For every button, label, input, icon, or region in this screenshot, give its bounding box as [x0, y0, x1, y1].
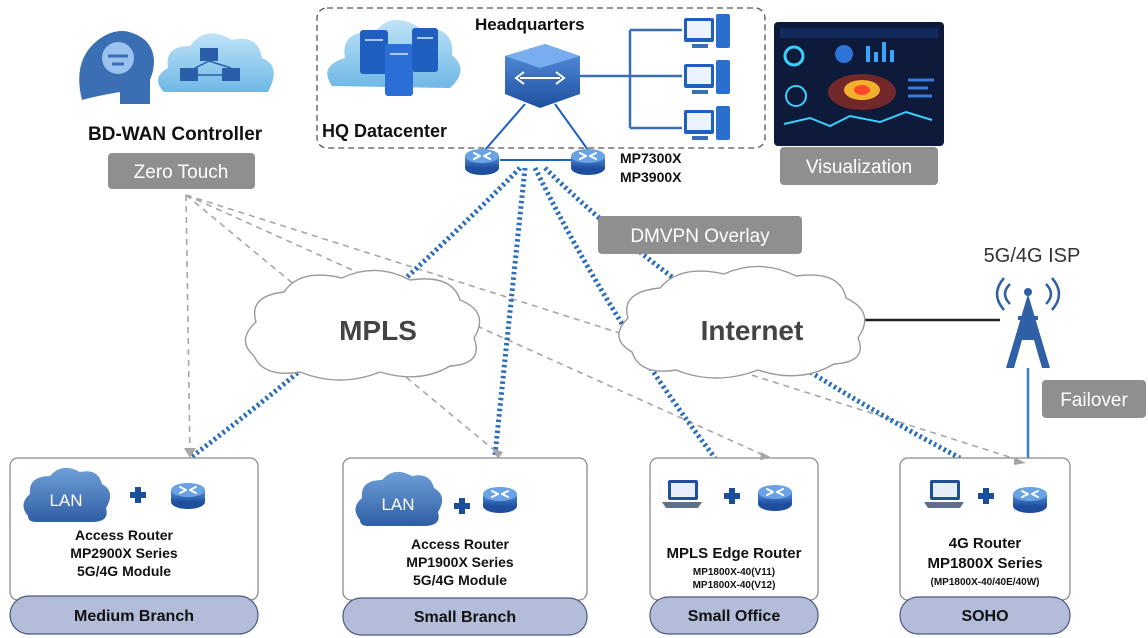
core-switch-icon	[505, 44, 580, 108]
hq-title: Headquarters	[475, 15, 585, 34]
pc-tree-lines	[580, 28, 682, 130]
branch-medium: LAN Access Router MP2900X Series 5G/4G M…	[9, 457, 259, 635]
hq-datacenter-icon	[327, 19, 461, 96]
lan-cloud-icon	[23, 467, 111, 522]
overlay-link-office	[532, 166, 717, 460]
branch-line-2: MP2900X Series	[70, 545, 178, 561]
branch-model-1: (MP1800X-40/40E/40W)	[931, 577, 1040, 588]
branch-line-3: 5G/4G Module	[77, 563, 171, 579]
branch-box	[649, 457, 819, 601]
branch-tag-label: Small Office	[688, 608, 781, 625]
hq-datacenter-label: HQ Datacenter	[322, 121, 447, 141]
internet-label: Internet	[701, 315, 804, 346]
dashed-arrowheads	[184, 448, 1026, 465]
laptop-icon	[662, 480, 702, 508]
hq-router-model-2: MP3900X	[620, 169, 682, 185]
lan-cloud-icon	[355, 471, 443, 526]
branch-tag-label: SOHO	[961, 608, 1008, 625]
lan-label: LAN	[381, 495, 414, 514]
router-icon	[170, 482, 206, 510]
cell-tower-icon	[995, 277, 1061, 368]
hq-router-icon	[570, 148, 606, 176]
controller-label: BD-WAN Controller	[88, 124, 263, 145]
hq-router-icon	[464, 148, 500, 176]
lan-label: LAN	[49, 491, 82, 510]
internet-cloud	[618, 265, 866, 379]
branch-tag	[9, 595, 259, 635]
plus-icon	[978, 488, 994, 504]
branch-model-2: MP1800X-40(V12)	[693, 580, 776, 591]
branch-tag	[342, 597, 588, 636]
router-icon	[1012, 486, 1048, 514]
mpls-label: MPLS	[339, 315, 417, 346]
pc-icon	[684, 60, 730, 94]
branch-office: MPLS Edge Router MP1800X-40(V11) MP1800X…	[649, 457, 819, 635]
laptop-icon	[924, 480, 964, 508]
controller-head-icon	[79, 31, 154, 104]
router-icon	[757, 484, 793, 512]
plus-icon	[454, 498, 470, 514]
dmvpn-overlay-pill	[598, 216, 802, 254]
overlay-dotted-links	[188, 166, 962, 461]
visualization-dashboard-image	[774, 22, 944, 146]
branch-title: MPLS Edge Router	[666, 545, 801, 562]
router-icon	[482, 486, 518, 514]
controller-link-medium	[185, 194, 191, 456]
branch-line-3: 5G/4G Module	[413, 572, 507, 588]
branch-line-2: MP1900X Series	[406, 554, 514, 570]
hq-boundary	[316, 7, 766, 149]
zero-touch-label: Zero Touch	[134, 162, 229, 183]
branch-line-1: Access Router	[75, 527, 174, 543]
branch-subtitle: MP1800X Series	[927, 555, 1042, 572]
branch-tag-label: Small Branch	[414, 609, 516, 626]
branch-soho: 4G Router MP1800X Series (MP1800X-40/40E…	[899, 457, 1071, 635]
branch-tag-label: Medium Branch	[74, 608, 194, 625]
visualization-pill	[780, 147, 938, 185]
hq-router-model-1: MP7300X	[620, 150, 682, 166]
controller-network-cloud-icon	[157, 33, 274, 92]
dmvpn-overlay-label: DMVPN Overlay	[630, 226, 770, 247]
pc-icon	[684, 14, 730, 48]
visualization-label: Visualization	[806, 157, 912, 178]
branch-tag	[899, 596, 1071, 635]
failover-label: Failover	[1060, 390, 1128, 411]
isp-label: 5G/4G ISP	[984, 245, 1081, 267]
controller-link-soho	[185, 194, 1026, 463]
overlay-link-medium	[188, 166, 522, 460]
zero-touch-pill	[108, 153, 255, 189]
branch-small: LAN Access Router MP1900X Series 5G/4G M…	[342, 457, 588, 636]
branch-model-1: MP1800X-40(V11)	[693, 567, 775, 578]
plus-icon	[130, 487, 146, 503]
mpls-cloud	[244, 269, 481, 381]
failover-pill	[1042, 380, 1146, 418]
branch-line-1: Access Router	[411, 536, 510, 552]
switch-router-links	[484, 103, 589, 161]
branch-tag	[649, 596, 819, 635]
overlay-link-soho	[543, 166, 962, 461]
branch-title: 4G Router	[949, 535, 1022, 552]
plus-icon	[724, 488, 740, 504]
overlay-link-small	[492, 167, 528, 456]
pc-icon	[684, 106, 730, 140]
